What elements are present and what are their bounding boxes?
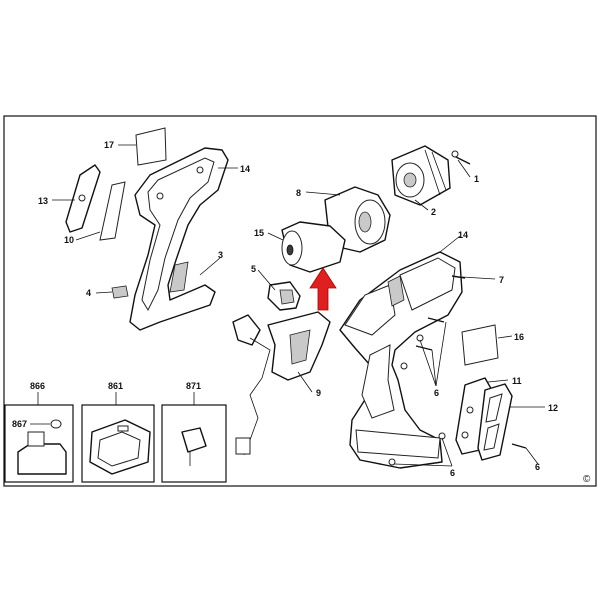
callout-12: 12	[548, 403, 558, 413]
accessory-box-charger	[161, 404, 227, 483]
side-label	[99, 181, 126, 241]
callout-2: 2	[431, 207, 436, 217]
switch-assembly	[232, 311, 331, 456]
callout-6c: 6	[535, 462, 540, 472]
chuck-screw	[451, 150, 471, 165]
diagram-frame	[3, 115, 597, 487]
callout-15: 15	[254, 228, 264, 238]
clip	[111, 285, 129, 299]
callout-13: 13	[38, 196, 48, 206]
callout-16: 16	[514, 332, 524, 342]
callout-4: 4	[86, 288, 91, 298]
callout-3: 3	[218, 250, 223, 260]
latch-screw	[511, 443, 527, 449]
callout-7: 7	[499, 275, 504, 285]
assembly-arrow	[309, 267, 337, 311]
callout-14b: 14	[458, 230, 468, 240]
drill-screws	[415, 275, 466, 351]
leader-lines	[30, 144, 545, 467]
battery-label: 866	[30, 381, 45, 391]
callout-9: 9	[316, 388, 321, 398]
callout-11: 11	[512, 376, 522, 386]
callout-6b: 6	[450, 468, 455, 478]
drill-body	[339, 251, 463, 469]
latch-cover	[477, 383, 513, 461]
left-housing-half	[129, 147, 229, 331]
case-label: 861	[108, 381, 123, 391]
accessory-box-battery	[4, 404, 74, 483]
brush-holder	[267, 281, 301, 311]
callout-10: 10	[64, 235, 74, 245]
side-label-16	[461, 324, 499, 366]
callout-8: 8	[296, 188, 301, 198]
copyright-mark: ©	[583, 474, 591, 485]
callout-14a: 14	[240, 164, 250, 174]
label-plate	[135, 127, 167, 166]
side-plate	[65, 164, 101, 233]
chuck	[391, 145, 451, 206]
callout-17: 17	[104, 140, 114, 150]
callout-labels: 1 2 3 4 5 6 6 6 7 8 9 10 11 12 13 14 14 …	[12, 140, 591, 485]
callout-1: 1	[474, 174, 479, 184]
callout-6a: 6	[434, 388, 439, 398]
battery-sub-label: 867	[12, 419, 27, 429]
motor	[281, 221, 346, 273]
callout-5: 5	[251, 264, 256, 274]
accessory-box-case	[81, 404, 155, 483]
charger-label: 871	[186, 381, 201, 391]
